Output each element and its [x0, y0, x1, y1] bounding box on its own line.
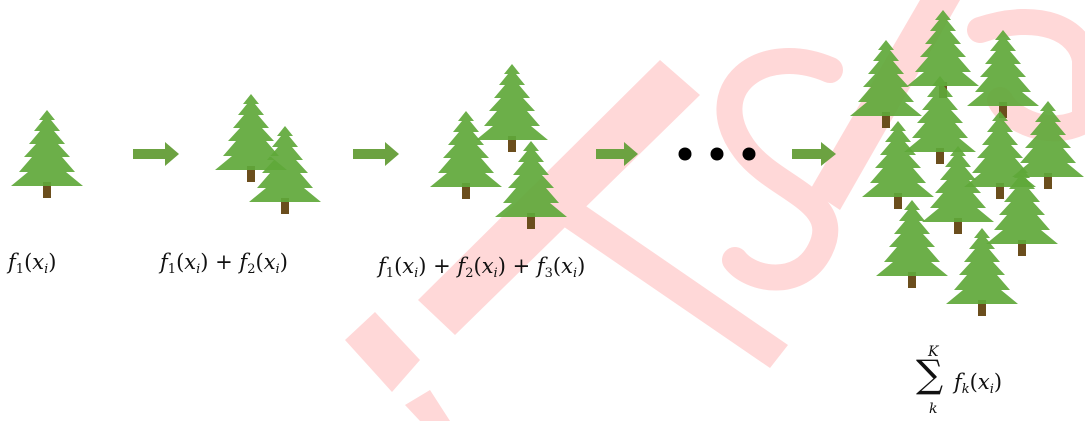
tree-group-1: [11, 110, 83, 198]
pine-tree-icon: [476, 64, 548, 152]
ellipsis: [678, 147, 756, 161]
watermark: [345, 0, 1085, 421]
sum-lower-limit: k: [929, 401, 938, 417]
label-step-2: f1(xi) + f2(xi): [160, 250, 288, 277]
tree-group-3: [430, 64, 567, 229]
pine-tree-icon: [922, 146, 994, 234]
label-step-1: f1(xi): [8, 250, 57, 277]
pine-tree-icon: [904, 76, 976, 164]
pine-tree-icon: [967, 30, 1039, 118]
label-step-3: f1(xi) + f2(xi) + f3(xi): [378, 254, 586, 281]
sum-term: fk(xi): [954, 370, 1003, 397]
right-arrow-icon: [133, 142, 179, 166]
pine-tree-icon: [11, 110, 83, 198]
tree-group-final: [850, 10, 1084, 316]
sum-upper-limit: K: [928, 344, 939, 360]
sum-symbol: ∑: [916, 352, 944, 396]
right-arrow-icon: [353, 142, 399, 166]
tree-group-2: [215, 94, 321, 214]
right-arrow-icon: [596, 142, 638, 166]
right-arrow-icon: [792, 142, 836, 166]
